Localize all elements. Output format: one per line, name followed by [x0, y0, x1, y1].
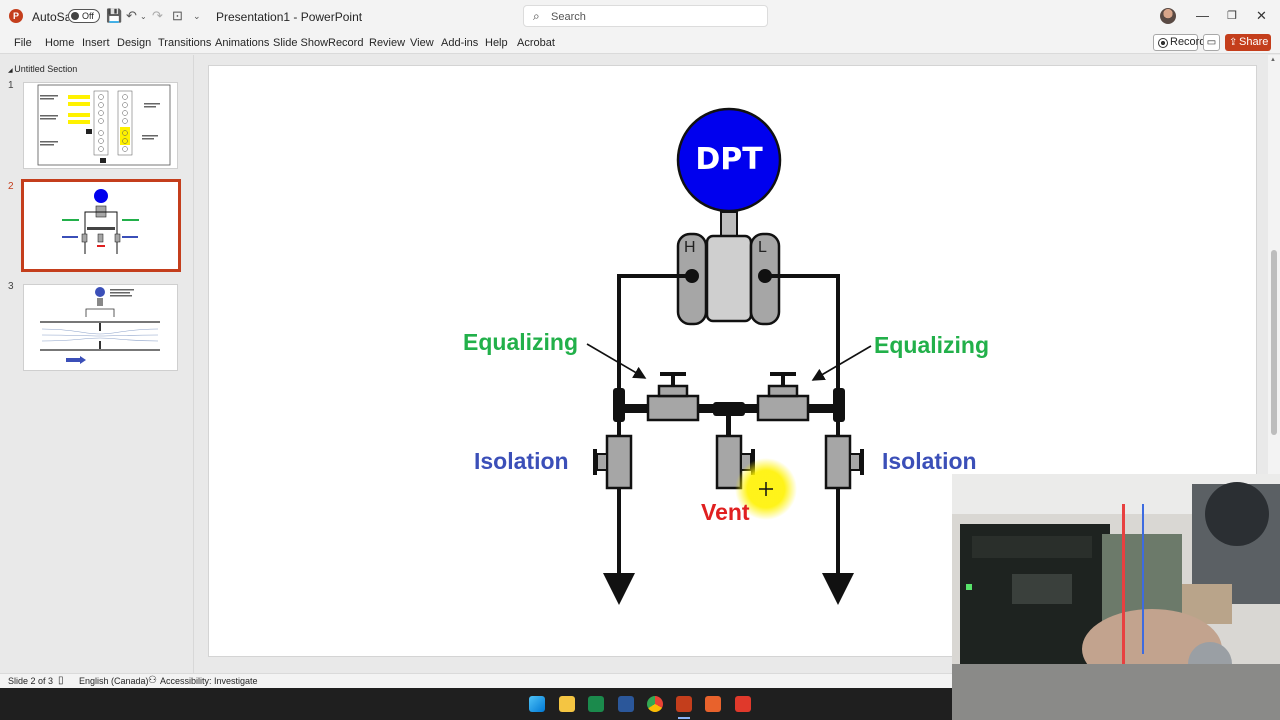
- slide-number: 1: [8, 80, 14, 91]
- redo-icon[interactable]: ↷: [152, 8, 163, 23]
- slide-thumbnail-1[interactable]: [23, 82, 178, 169]
- wiring-diagram-thumbnail: [37, 84, 171, 166]
- high-side-label: H: [684, 239, 696, 256]
- share-button[interactable]: Share: [1225, 34, 1271, 51]
- webcam-overlay: [952, 474, 1280, 720]
- tab-acrobat[interactable]: Acrobat: [517, 37, 555, 49]
- low-side-label: L: [758, 239, 767, 256]
- tab-transitions[interactable]: Transitions: [158, 37, 212, 49]
- tab-record[interactable]: Record: [328, 37, 364, 49]
- close-icon[interactable]: ✕: [1256, 8, 1267, 23]
- powerpoint-app-icon: P: [9, 9, 23, 23]
- tab-design[interactable]: Design: [117, 37, 152, 49]
- undo-icon[interactable]: ↶: [126, 8, 137, 23]
- accessibility-icon: ⚇: [148, 675, 157, 686]
- restore-icon[interactable]: ❐: [1227, 10, 1237, 22]
- search-icon: ⌕: [533, 9, 540, 23]
- tab-insert[interactable]: Insert: [82, 37, 110, 49]
- slide-thumbnail-3[interactable]: [23, 284, 178, 371]
- slide-indicator: Slide 2 of 3: [8, 676, 54, 686]
- webcam-feed-image: [952, 474, 1280, 720]
- file-explorer-icon[interactable]: [559, 696, 575, 712]
- title-bar: P AutoSave Off 💾 ↶ ⌄ ↷ ⊡ ⌄ Presentation1…: [0, 0, 1280, 32]
- slide-number: 3: [8, 281, 14, 292]
- move-cursor-icon: [759, 482, 773, 496]
- isolation-right-label: Isolation: [882, 448, 977, 474]
- vent-label: Vent: [701, 499, 750, 525]
- equalizing-left-label: Equalizing: [463, 329, 578, 355]
- tab-help[interactable]: Help: [485, 37, 508, 49]
- accessibility-status[interactable]: Accessibility: Investigate: [160, 676, 258, 686]
- autosave-state: Off: [82, 11, 94, 21]
- scroll-up-icon[interactable]: ▲: [1270, 57, 1276, 63]
- account-avatar[interactable]: [1160, 8, 1176, 24]
- record-button[interactable]: Record: [1153, 34, 1205, 51]
- ribbon-tabs: File Home Insert Design Transitions Anim…: [0, 32, 1280, 54]
- comments-icon[interactable]: ▭: [1203, 34, 1220, 51]
- slide-thumbnail-pane: Untitled Section 1: [0, 55, 194, 673]
- tab-review[interactable]: Review: [369, 37, 406, 49]
- notes-icon[interactable]: ▯: [58, 675, 64, 686]
- windows-start-icon[interactable]: [529, 696, 545, 712]
- autosave-toggle[interactable]: Off: [68, 9, 100, 23]
- search-placeholder: Search: [551, 11, 586, 23]
- language-indicator[interactable]: English (Canada): [79, 676, 149, 686]
- customize-qat-icon[interactable]: ⌄: [193, 11, 201, 21]
- tab-home[interactable]: Home: [45, 37, 75, 49]
- scrollbar-thumb[interactable]: [1271, 250, 1277, 435]
- orifice-diagram-thumbnail: [40, 287, 160, 364]
- section-title[interactable]: Untitled Section: [8, 64, 77, 74]
- active-app-indicator: [678, 717, 690, 719]
- document-title: Presentation1 - PowerPoint: [216, 10, 363, 24]
- present-from-beginning-icon[interactable]: ⊡: [172, 8, 183, 23]
- tab-slide-show[interactable]: Slide Show: [273, 37, 329, 49]
- tab-animations[interactable]: Animations: [215, 37, 270, 49]
- dpt-label: DPT: [695, 142, 763, 177]
- minimize-icon[interactable]: —: [1196, 8, 1209, 23]
- save-icon[interactable]: 💾: [106, 8, 123, 23]
- tab-view[interactable]: View: [410, 37, 434, 49]
- search-box[interactable]: ⌕ Search: [523, 5, 768, 27]
- isolation-left-label: Isolation: [474, 448, 569, 474]
- tab-add-ins[interactable]: Add-ins: [441, 37, 479, 49]
- equalizing-right-label: Equalizing: [874, 332, 989, 358]
- manifold-diagram-thumbnail: [62, 189, 139, 254]
- manifold-diagram: [586, 107, 872, 605]
- undo-dropdown-icon[interactable]: ⌄: [140, 12, 147, 21]
- recorder-icon[interactable]: [735, 696, 751, 712]
- app-icon[interactable]: [588, 696, 604, 712]
- slide-thumbnail-2[interactable]: [21, 179, 181, 272]
- tab-file[interactable]: File: [14, 37, 32, 49]
- acrobat-icon[interactable]: [705, 696, 721, 712]
- word-icon[interactable]: [618, 696, 634, 712]
- slide-number: 2: [8, 181, 14, 192]
- powerpoint-taskbar-icon[interactable]: [676, 696, 692, 712]
- chrome-icon[interactable]: [647, 696, 663, 712]
